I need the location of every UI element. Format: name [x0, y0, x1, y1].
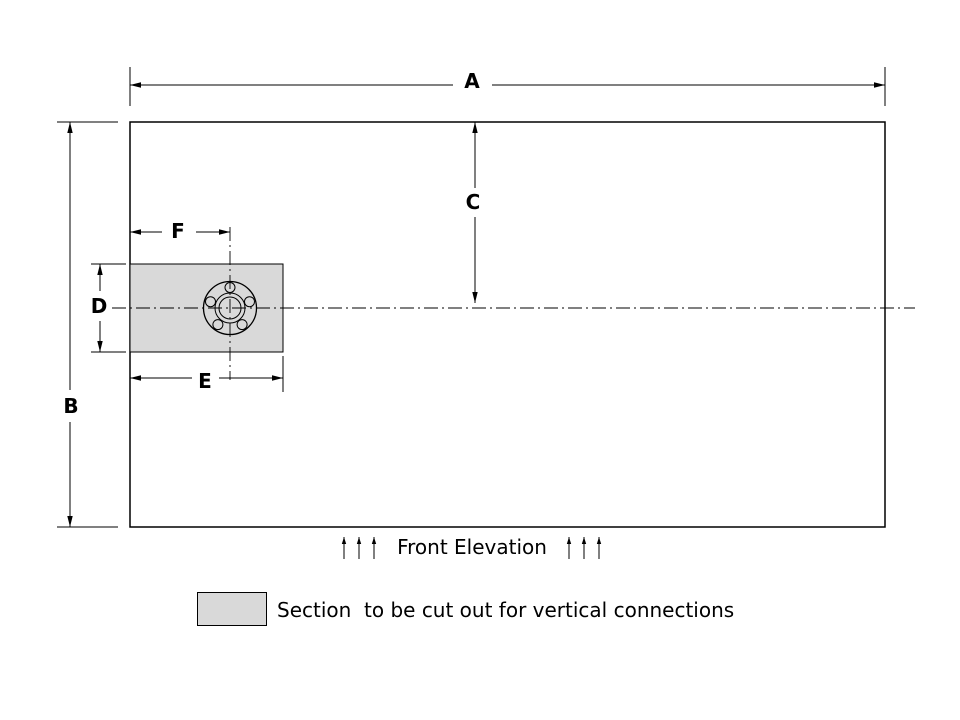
dimension-label-a: A — [461, 70, 483, 92]
legend-swatch — [197, 592, 267, 626]
dimension-label-f: F — [168, 220, 188, 242]
dimension-b — [57, 121, 118, 528]
dimension-d — [91, 263, 126, 353]
dimension-a — [129, 67, 886, 106]
view-title: Front Elevation — [397, 535, 547, 559]
dimension-label-b: B — [60, 395, 82, 417]
dimension-label-d: D — [87, 295, 111, 317]
dimension-e — [130, 356, 284, 392]
section-arrows-left-icon — [341, 537, 377, 559]
section-arrows-right-icon — [566, 537, 602, 559]
dimension-label-e: E — [195, 370, 215, 392]
flange-detail — [202, 280, 258, 336]
legend-label: Section to be cut out for vertical conne… — [277, 598, 735, 622]
dimension-label-c: C — [462, 191, 484, 213]
